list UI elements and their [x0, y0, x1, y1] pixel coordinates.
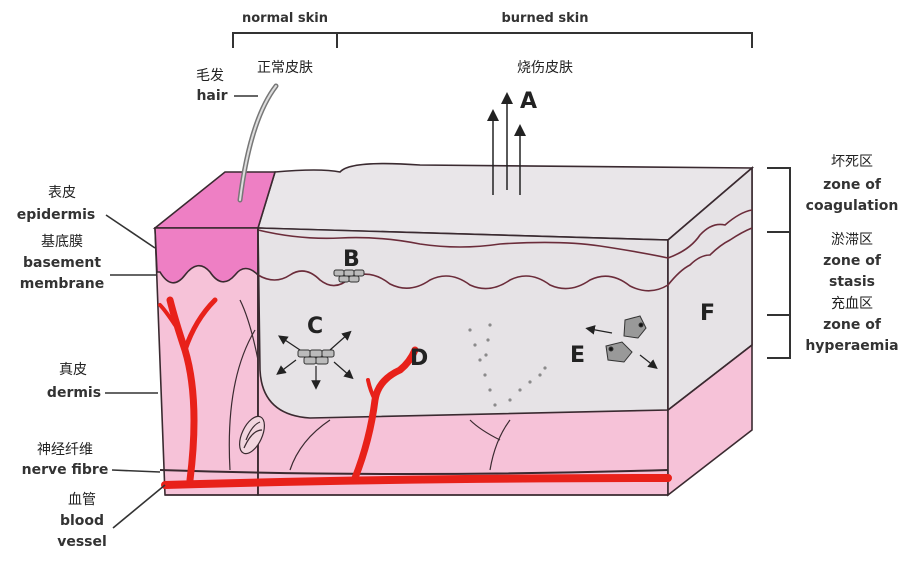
coagulation-label-1: zone of — [823, 177, 882, 193]
normal-skin-zh-label: 正常皮肤 — [257, 60, 313, 76]
nerve-label: nerve fibre — [22, 462, 109, 478]
cluster-c-arrows — [276, 330, 354, 390]
dermis-label: dermis — [47, 385, 101, 401]
vessel-label-2: vessel — [57, 534, 107, 550]
burned-top-face — [256, 162, 755, 241]
stasis-label-2: stasis — [829, 274, 875, 290]
marker-c: C — [307, 314, 323, 339]
blood-vessels — [158, 296, 672, 489]
hyperaemia-zh-label: 充血区 — [831, 296, 873, 312]
basement-label-2: membrane — [20, 276, 105, 292]
cluster-c-cells — [297, 349, 335, 365]
epidermis-top-face — [152, 171, 277, 229]
hyperaemia-label-2: hyperaemia — [805, 338, 898, 354]
cluster-e-cells — [605, 315, 647, 363]
dermis-zh-label: 真皮 — [59, 362, 87, 378]
left-leader-lines — [105, 214, 166, 529]
marker-b: B — [343, 247, 360, 272]
stasis-zh-label: 淤滞区 — [831, 232, 873, 248]
coagulation-zh-label: 坏死区 — [831, 154, 873, 170]
nerve-zh-label: 神经纤维 — [37, 442, 93, 458]
marker-d: D — [410, 346, 428, 371]
epidermis-front — [154, 227, 259, 284]
heat-loss-arrows — [487, 92, 526, 195]
nerve-branches — [228, 299, 511, 471]
vessel-zh-label: 血管 — [68, 492, 96, 508]
skin-type-brackets — [232, 32, 753, 48]
normal-skin-label: normal skin — [242, 11, 328, 26]
epidermis-zh-label: 表皮 — [48, 185, 76, 201]
epidermis-label: epidermis — [17, 207, 95, 223]
basement-label-1: basement — [23, 255, 101, 271]
vessel-label-1: blood — [60, 513, 104, 529]
basement-zh-label: 基底膜 — [41, 233, 83, 250]
marker-a: A — [520, 89, 537, 114]
marker-e: E — [570, 343, 585, 368]
nerve-fibre — [159, 469, 669, 475]
stasis-dotted-vessels — [468, 323, 547, 407]
burned-skin-zh-label: 烧伤皮肤 — [517, 60, 573, 76]
marker-f: F — [700, 301, 715, 326]
coagulation-label-2: coagulation — [806, 198, 899, 214]
cluster-b-cells — [333, 269, 365, 283]
stasis-label-1: zone of — [823, 253, 882, 269]
hair-zh-label: 毛发 — [196, 68, 224, 84]
burned-skin-label: burned skin — [502, 11, 589, 26]
zone-brackets — [767, 167, 791, 359]
hyperaemia-label-1: zone of — [823, 317, 882, 333]
cluster-e-arrows — [585, 325, 658, 369]
hair-label: hair — [196, 88, 227, 104]
